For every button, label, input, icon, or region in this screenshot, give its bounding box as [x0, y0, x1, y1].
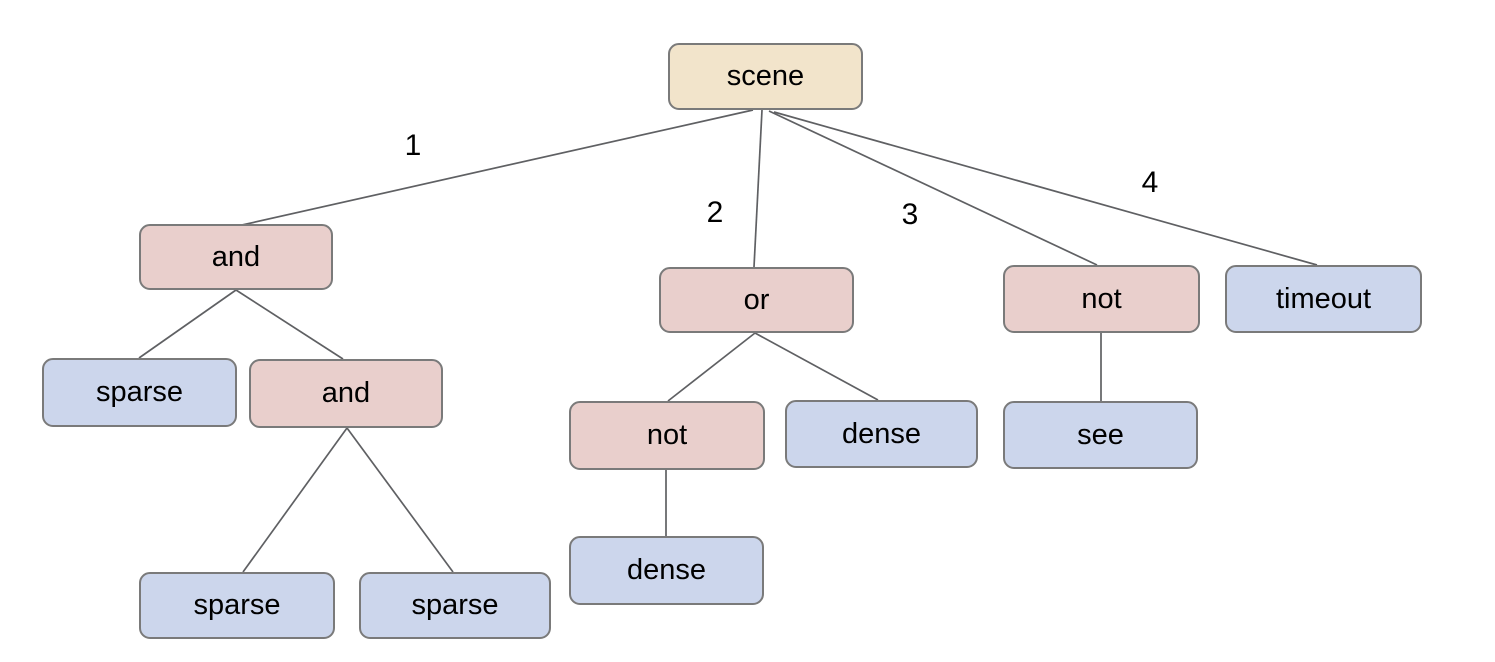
- node-sparse-3: sparse: [359, 572, 551, 639]
- edge-or1-not2: [667, 332, 756, 402]
- node-not-2-label: not: [646, 419, 688, 451]
- node-not-1: not: [1003, 265, 1200, 333]
- node-sparse-2: sparse: [139, 572, 335, 639]
- node-and-2-label: and: [321, 377, 371, 409]
- node-or-1: or: [659, 267, 854, 333]
- node-scene: scene: [668, 43, 863, 110]
- node-dense-2: dense: [569, 536, 764, 605]
- node-scene-label: scene: [726, 60, 805, 92]
- edge-and1-sparse1: [138, 289, 237, 359]
- node-dense-1: dense: [785, 400, 978, 468]
- node-dense-2-label: dense: [626, 554, 706, 586]
- node-see-label: see: [1077, 418, 1124, 451]
- edge-label-branch3: 3: [901, 198, 919, 231]
- node-dense-1-label: dense: [841, 417, 921, 450]
- node-timeout-label: timeout: [1275, 282, 1372, 315]
- edge-or1-dense1: [754, 332, 879, 401]
- node-sparse-1: sparse: [42, 358, 237, 427]
- edge-scene-and1: [241, 109, 754, 226]
- node-not-1-label: not: [1081, 282, 1122, 315]
- edge-label-branch1: 1: [404, 129, 422, 162]
- node-sparse-2-label: sparse: [193, 589, 281, 621]
- node-sparse-1-label: sparse: [95, 376, 184, 408]
- edge-and1-and2: [235, 289, 344, 360]
- node-and-2: and: [249, 359, 443, 428]
- edge-scene-timeout1: [773, 111, 1318, 266]
- node-and-1-label: and: [211, 240, 261, 273]
- node-timeout: timeout: [1225, 265, 1422, 333]
- node-and-1: and: [139, 224, 333, 290]
- edge-and2-sparse2: [242, 427, 348, 573]
- edge-scene-not1: [768, 110, 1098, 266]
- node-sparse-3-label: sparse: [411, 589, 499, 621]
- edge-and2-sparse3: [346, 427, 454, 573]
- node-not-2: not: [569, 401, 765, 470]
- edge-label-branch2: 2: [706, 196, 724, 229]
- edge-label-branch4: 4: [1141, 166, 1159, 199]
- edge-scene-or1: [753, 109, 763, 268]
- node-or-1-label: or: [743, 283, 770, 316]
- node-see: see: [1003, 401, 1198, 469]
